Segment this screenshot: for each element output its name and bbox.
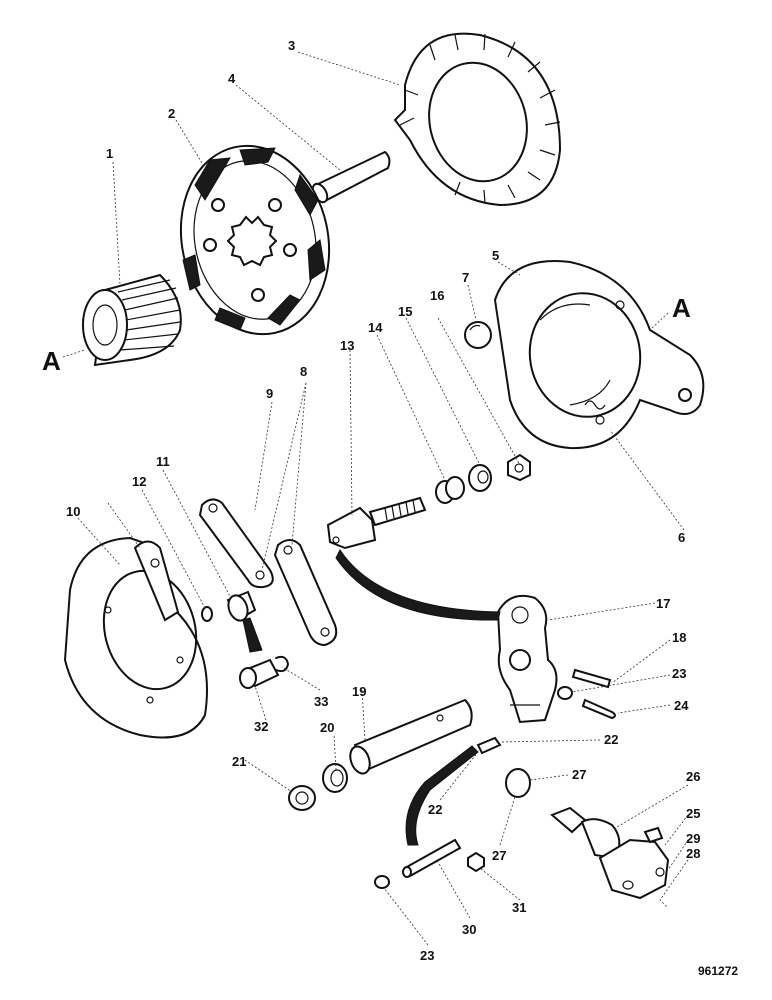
callout-5-top: 5 — [492, 248, 499, 263]
part-5-brake-housing-right — [493, 260, 705, 450]
part-24-split-pin — [581, 698, 616, 720]
part-13-bolt — [326, 496, 427, 550]
callout-22-right: 22 — [604, 732, 618, 747]
dark-cable-22 — [405, 745, 479, 846]
callout-8: 8 — [300, 364, 307, 379]
callout-3: 3 — [288, 38, 295, 53]
callout-labels: 1 2 3 4 5 6 7 8 9 10 11 12 13 14 15 16 1… — [66, 38, 700, 963]
callout-17: 17 — [656, 596, 670, 611]
callout-30: 30 — [462, 922, 476, 937]
part-11-pin — [226, 590, 257, 622]
callout-10: 10 — [66, 504, 80, 519]
part-1-splined-hub — [82, 273, 182, 367]
part-4-pin — [311, 150, 391, 204]
part-5-brake-housing-left — [63, 536, 208, 739]
part-19-shaft — [349, 698, 473, 775]
part-2-friction-disc — [179, 144, 331, 336]
part-15-spacer — [468, 464, 492, 492]
leader-lines — [62, 51, 689, 946]
part-27-o-ring — [505, 768, 531, 798]
callout-12: 12 — [132, 474, 146, 489]
section-marker-left: A — [42, 346, 61, 376]
callout-27-right: 27 — [572, 767, 586, 782]
callout-32: 32 — [254, 719, 268, 734]
callout-9: 9 — [266, 386, 273, 401]
part-26-cylinder-body — [550, 806, 621, 860]
callout-16: 16 — [430, 288, 444, 303]
callout-21: 21 — [232, 754, 246, 769]
part-22-pin — [476, 736, 502, 755]
part-14-bush — [435, 476, 465, 504]
part-23-washer-bottom — [374, 875, 390, 889]
part-21-washer — [288, 785, 316, 811]
callout-28: 28 — [686, 846, 700, 861]
callout-33: 33 — [314, 694, 328, 709]
callout-19: 19 — [352, 684, 366, 699]
part-8-link — [273, 539, 338, 647]
part-32-pin — [239, 658, 280, 689]
callout-23-bottom: 23 — [420, 948, 434, 963]
part-3-brake-plate — [393, 32, 562, 207]
drawing-number: 961272 — [698, 964, 738, 978]
callout-7: 7 — [462, 270, 469, 285]
part-18-pin — [571, 668, 612, 689]
callout-25: 25 — [686, 806, 700, 821]
callout-18: 18 — [672, 630, 686, 645]
section-marker-right: A — [672, 293, 691, 323]
part-31-nut — [467, 851, 485, 873]
callout-13: 13 — [340, 338, 354, 353]
part-16-nut — [507, 453, 531, 482]
dark-ribbon-left — [242, 617, 263, 653]
callout-24: 24 — [674, 698, 689, 713]
callout-2: 2 — [168, 106, 175, 121]
part-9-link — [198, 498, 274, 589]
callout-23-right: 23 — [672, 666, 686, 681]
callout-20: 20 — [320, 720, 334, 735]
callout-11: 11 — [156, 454, 170, 469]
part-20-seal — [322, 763, 348, 793]
part-12-washer — [201, 606, 213, 622]
callout-22-left: 22 — [428, 802, 442, 817]
callout-14: 14 — [368, 320, 383, 335]
callout-15: 15 — [398, 304, 412, 319]
callout-4: 4 — [228, 71, 236, 86]
callout-29: 29 — [686, 831, 700, 846]
callout-6: 6 — [678, 530, 685, 545]
callout-1: 1 — [106, 146, 113, 161]
part-17-lever — [496, 594, 558, 724]
part-7-ball — [464, 321, 492, 349]
part-33-clip — [275, 655, 289, 673]
callout-26: 26 — [686, 769, 700, 784]
part-25-cylinder-head — [598, 826, 670, 900]
callout-27-left: 27 — [492, 848, 506, 863]
dark-cable-17 — [335, 549, 501, 621]
callout-31: 31 — [512, 900, 526, 915]
part-30-pushrod — [402, 838, 462, 878]
part-23-washer-right — [557, 686, 573, 700]
